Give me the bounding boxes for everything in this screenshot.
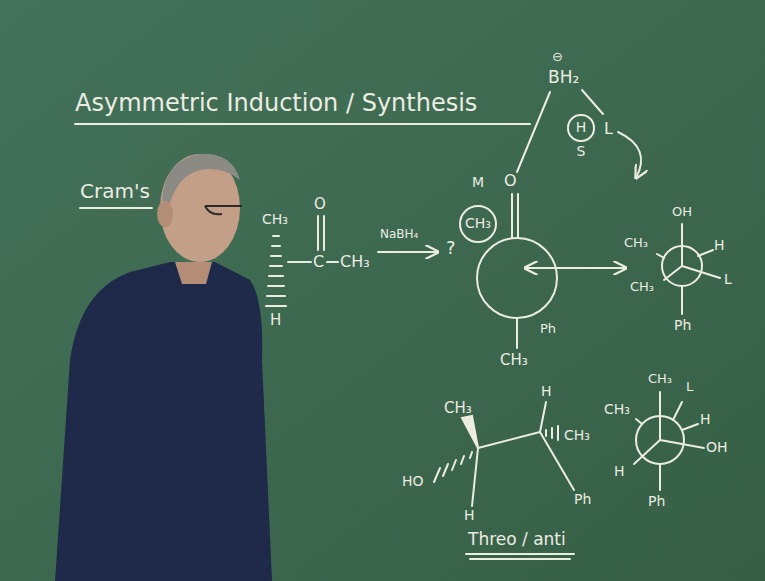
heading-underline [80, 207, 152, 209]
hashed-wedge [266, 236, 286, 306]
chalk-label: H [714, 238, 725, 253]
board-title: Asymmetric Induction / Synthesis [75, 90, 477, 116]
chalk-label: CH₃ [444, 400, 472, 417]
chalk-label: CH₃ [604, 402, 630, 417]
chalk-label: O [504, 172, 517, 190]
chalk-label: CH₃ [500, 352, 528, 369]
chalk-label: L [604, 120, 613, 138]
lecturer [55, 154, 272, 581]
front-bonds [634, 392, 704, 464]
double-bond [512, 194, 518, 238]
chalk-label: Threo / anti [468, 530, 566, 549]
lecturer-body [55, 262, 272, 581]
circled-text: H [576, 120, 587, 135]
chalk-label: ? [446, 238, 456, 258]
chalk-label: OH [672, 205, 692, 219]
lecturer-glasses [205, 206, 242, 214]
chalk-label: L [686, 380, 693, 394]
bond [540, 402, 546, 432]
chalk-label: H [541, 384, 552, 399]
newman-circle [477, 238, 557, 318]
chalk-label: CH₃ [624, 236, 648, 250]
chalk-label: CH₃ [340, 253, 370, 271]
bond [472, 448, 478, 506]
solid-wedge [462, 416, 478, 448]
bond [327, 261, 338, 263]
circle-tag: S [577, 144, 586, 159]
double-arrow [525, 267, 626, 269]
reaction-arrow [378, 251, 438, 253]
title-underline [75, 123, 530, 125]
chalk-label: H [270, 312, 281, 329]
circle-tag: M [472, 175, 484, 190]
chalk-label: Ph [540, 322, 556, 336]
lecturer-ear [157, 201, 173, 227]
lecturer-hair [162, 154, 240, 210]
bond [478, 432, 540, 448]
chalk-label: NaBH₄ [380, 228, 418, 241]
chalk-label: CH₃ [630, 280, 654, 294]
double-bond [318, 216, 324, 250]
chalk-label: CH₃ [262, 212, 288, 227]
circled-group: MCH₃ [459, 205, 497, 243]
chalk-label: OH [706, 440, 728, 455]
chalk-label: H [614, 464, 625, 479]
chalk-label: BH₂ [548, 68, 579, 87]
back-bonds [657, 250, 713, 314]
chalk-label: H [700, 412, 711, 427]
hashed-wedge [546, 426, 558, 440]
chalk-label: C [313, 253, 324, 271]
chalk-label: L [724, 272, 732, 287]
bond [517, 92, 550, 172]
bond [288, 261, 311, 263]
chalk-label: CH₃ [648, 372, 672, 386]
chalk-label: H [464, 508, 475, 523]
circled-group: HS [567, 114, 594, 141]
lecturer-neck [175, 262, 212, 284]
chalk-label: Ph [674, 318, 691, 333]
chalk-label: O [314, 196, 326, 213]
double-underline [466, 554, 574, 559]
chalk-label: CH₃ [564, 428, 590, 443]
hashed-wedge [434, 452, 472, 482]
chalk-label: ⊖ [552, 50, 563, 64]
curved-arrow [618, 132, 641, 178]
circled-text: CH₃ [465, 216, 491, 231]
chalk-label: Cram's [80, 180, 150, 202]
chalk-label: Ph [574, 492, 591, 507]
chalk-label: Ph [648, 494, 665, 509]
bond [582, 90, 603, 114]
front-bonds [664, 224, 720, 280]
back-bonds [636, 402, 698, 490]
bond [516, 318, 518, 348]
chalk-label: HO [402, 474, 424, 489]
